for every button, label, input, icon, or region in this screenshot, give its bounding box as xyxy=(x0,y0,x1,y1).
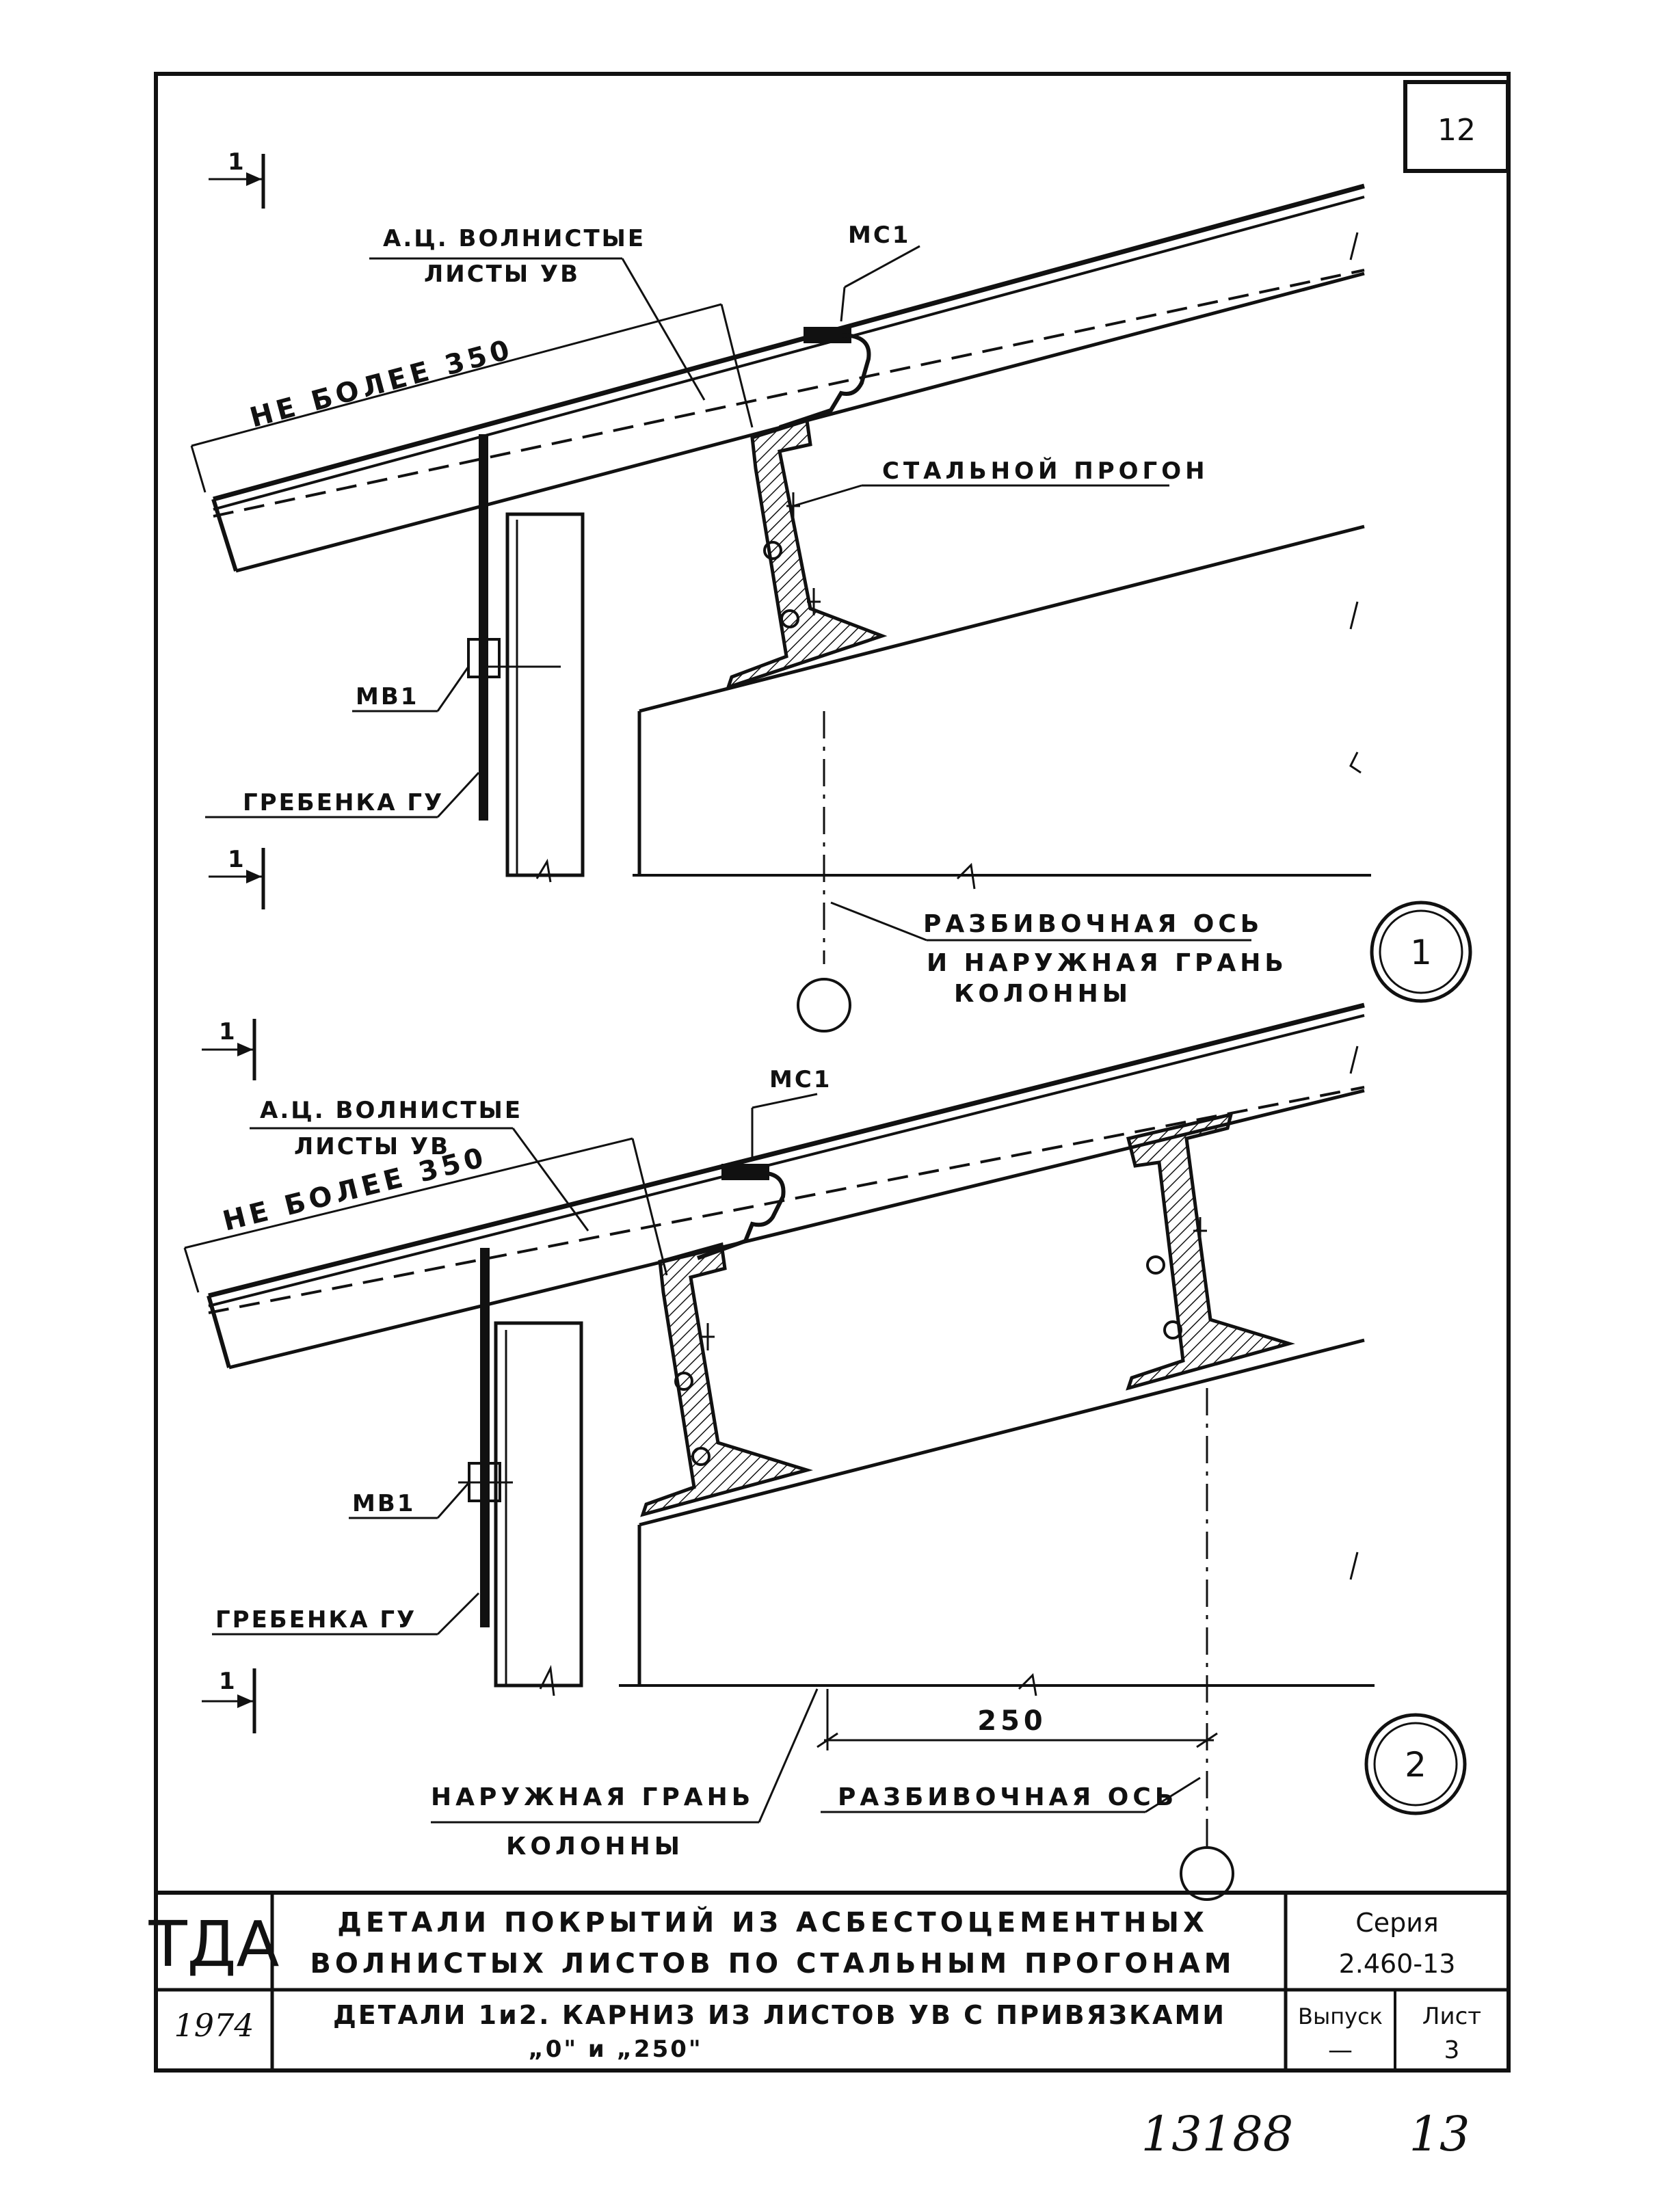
title-line-2: ВОЛНИСТЫХ ЛИСТОВ ПО СТАЛЬНЫМ ПРОГОНАМ xyxy=(310,1948,1235,1980)
axis-bubble-1 xyxy=(797,978,851,1032)
subtitle-line-2: „0" и „250" xyxy=(528,2036,702,2063)
fastener-mb1-label-2: МВ1 xyxy=(352,1490,415,1517)
detail-number-1: 1 xyxy=(1410,933,1432,972)
sheet-label: Лист xyxy=(1422,2003,1481,2030)
steel-purlin-2b xyxy=(1126,1112,1295,1391)
column-1 xyxy=(505,512,585,883)
section-mark-1-bottom-label: 1 xyxy=(228,846,244,873)
fastener-mc1-label-1: МС1 xyxy=(848,222,910,249)
tda-logo: ТДА xyxy=(148,1908,279,1981)
section-mark-1-top-label: 1 xyxy=(228,148,244,176)
series-label: Серия xyxy=(1355,1908,1439,1938)
issue-label: Выпуск xyxy=(1298,2003,1383,2029)
handwritten-note-left: 13188 xyxy=(1141,2106,1294,2162)
axis-label-2: РАЗБИВОЧНАЯ ОСЬ xyxy=(838,1783,1178,1811)
fastener-mb1-label-1: МВ1 xyxy=(356,683,419,710)
comb-gu-2 xyxy=(458,1248,513,1627)
subtitle-line-1: ДЕТАЛИ 1и2. КАРНИЗ ИЗ ЛИСТОВ УВ С ПРИВЯЗ… xyxy=(333,2000,1226,2030)
fastener-mc1-1: МС1 xyxy=(779,222,920,429)
axis-label-1c: КОЛОННЫ xyxy=(954,980,1132,1008)
outer-face-label-2b: КОЛОННЫ xyxy=(506,1833,684,1861)
title-block: ТДА ДЕТАЛИ ПОКРЫТИЙ ИЗ АСБЕСТОЦЕМЕНТНЫХ … xyxy=(148,1891,1509,2070)
axis-label-1a: РАЗБИВОЧНАЯ ОСЬ xyxy=(923,910,1263,938)
detail-2: НЕ БОЛЕЕ 350 А.Ц. ВОЛНИСТЫЕ ЛИСТЫ УВ МС1 xyxy=(183,1002,1467,1901)
axis-label-1b: И НАРУЖНАЯ ГРАНЬ xyxy=(927,949,1288,977)
section-mark-1-top: 1 xyxy=(209,148,265,209)
comb-label-2: ГРЕБЕНКА ГУ xyxy=(215,1606,416,1634)
outer-face-label-2a: НАРУЖНАЯ ГРАНЬ xyxy=(431,1783,754,1811)
comb-label-1: ГРЕБЕНКА ГУ xyxy=(243,789,444,816)
purlin-label-1: СТАЛЬНОЙ ПРОГОН xyxy=(882,457,1209,485)
sheet-value: 3 xyxy=(1444,2036,1460,2064)
fastener-mc1-label-2: МС1 xyxy=(769,1066,832,1093)
section-mark-2-top: 1 xyxy=(202,1018,256,1080)
sheets-label-1a: А.Ц. ВОЛНИСТЫЕ xyxy=(383,225,646,252)
axis-bubble-2 xyxy=(1180,1846,1234,1901)
detail-number-2: 2 xyxy=(1405,1745,1426,1785)
sheet-number: 12 xyxy=(1437,113,1476,148)
rafter-beam-1 xyxy=(633,524,1371,890)
sheet-frame xyxy=(154,72,1511,2073)
issue-value: — xyxy=(1328,2036,1353,2064)
comb-gu-1 xyxy=(467,434,561,821)
steel-purlin-1 xyxy=(726,418,888,690)
steel-purlin-2a xyxy=(640,1242,813,1517)
sheets-label-2b: ЛИСТЫ УВ xyxy=(294,1133,450,1160)
dimension-350-text-1: НЕ БОЛЕЕ 350 xyxy=(247,334,517,434)
handwritten-note-right: 13 xyxy=(1409,2106,1470,2162)
section-mark-1-bottom: 1 xyxy=(209,846,265,909)
offset-dimension-250: 250 xyxy=(977,1705,1047,1737)
section-mark-2-bottom-label: 1 xyxy=(219,1668,235,1695)
detail-1: НЕ БОЛЕЕ 350 А.Ц. ВОЛНИСТЫЕ ЛИСТЫ УВ МС1… xyxy=(190,148,1472,1032)
roof-sheets-2 xyxy=(207,1002,1365,1370)
title-line-1: ДЕТАЛИ ПОКРЫТИЙ ИЗ АСБЕСТОЦЕМЕНТНЫХ xyxy=(337,1906,1208,1938)
series-value: 2.460-13 xyxy=(1339,1949,1456,1979)
column-2 xyxy=(494,1321,583,1696)
sheet-number-box: 12 xyxy=(1403,80,1510,173)
sheets-label-2a: А.Ц. ВОЛНИСТЫЕ xyxy=(260,1097,522,1124)
rafter-beam-2 xyxy=(619,1338,1375,1696)
year: 1974 xyxy=(174,2007,254,2044)
section-mark-2-bottom: 1 xyxy=(202,1668,256,1733)
fastener-mc1-2: МС1 xyxy=(696,1066,832,1260)
sheets-label-1b: ЛИСТЫ УВ xyxy=(424,261,580,288)
section-mark-2-top-label: 1 xyxy=(219,1018,235,1045)
dimension-350-1: НЕ БОЛЕЕ 350 xyxy=(190,303,754,493)
